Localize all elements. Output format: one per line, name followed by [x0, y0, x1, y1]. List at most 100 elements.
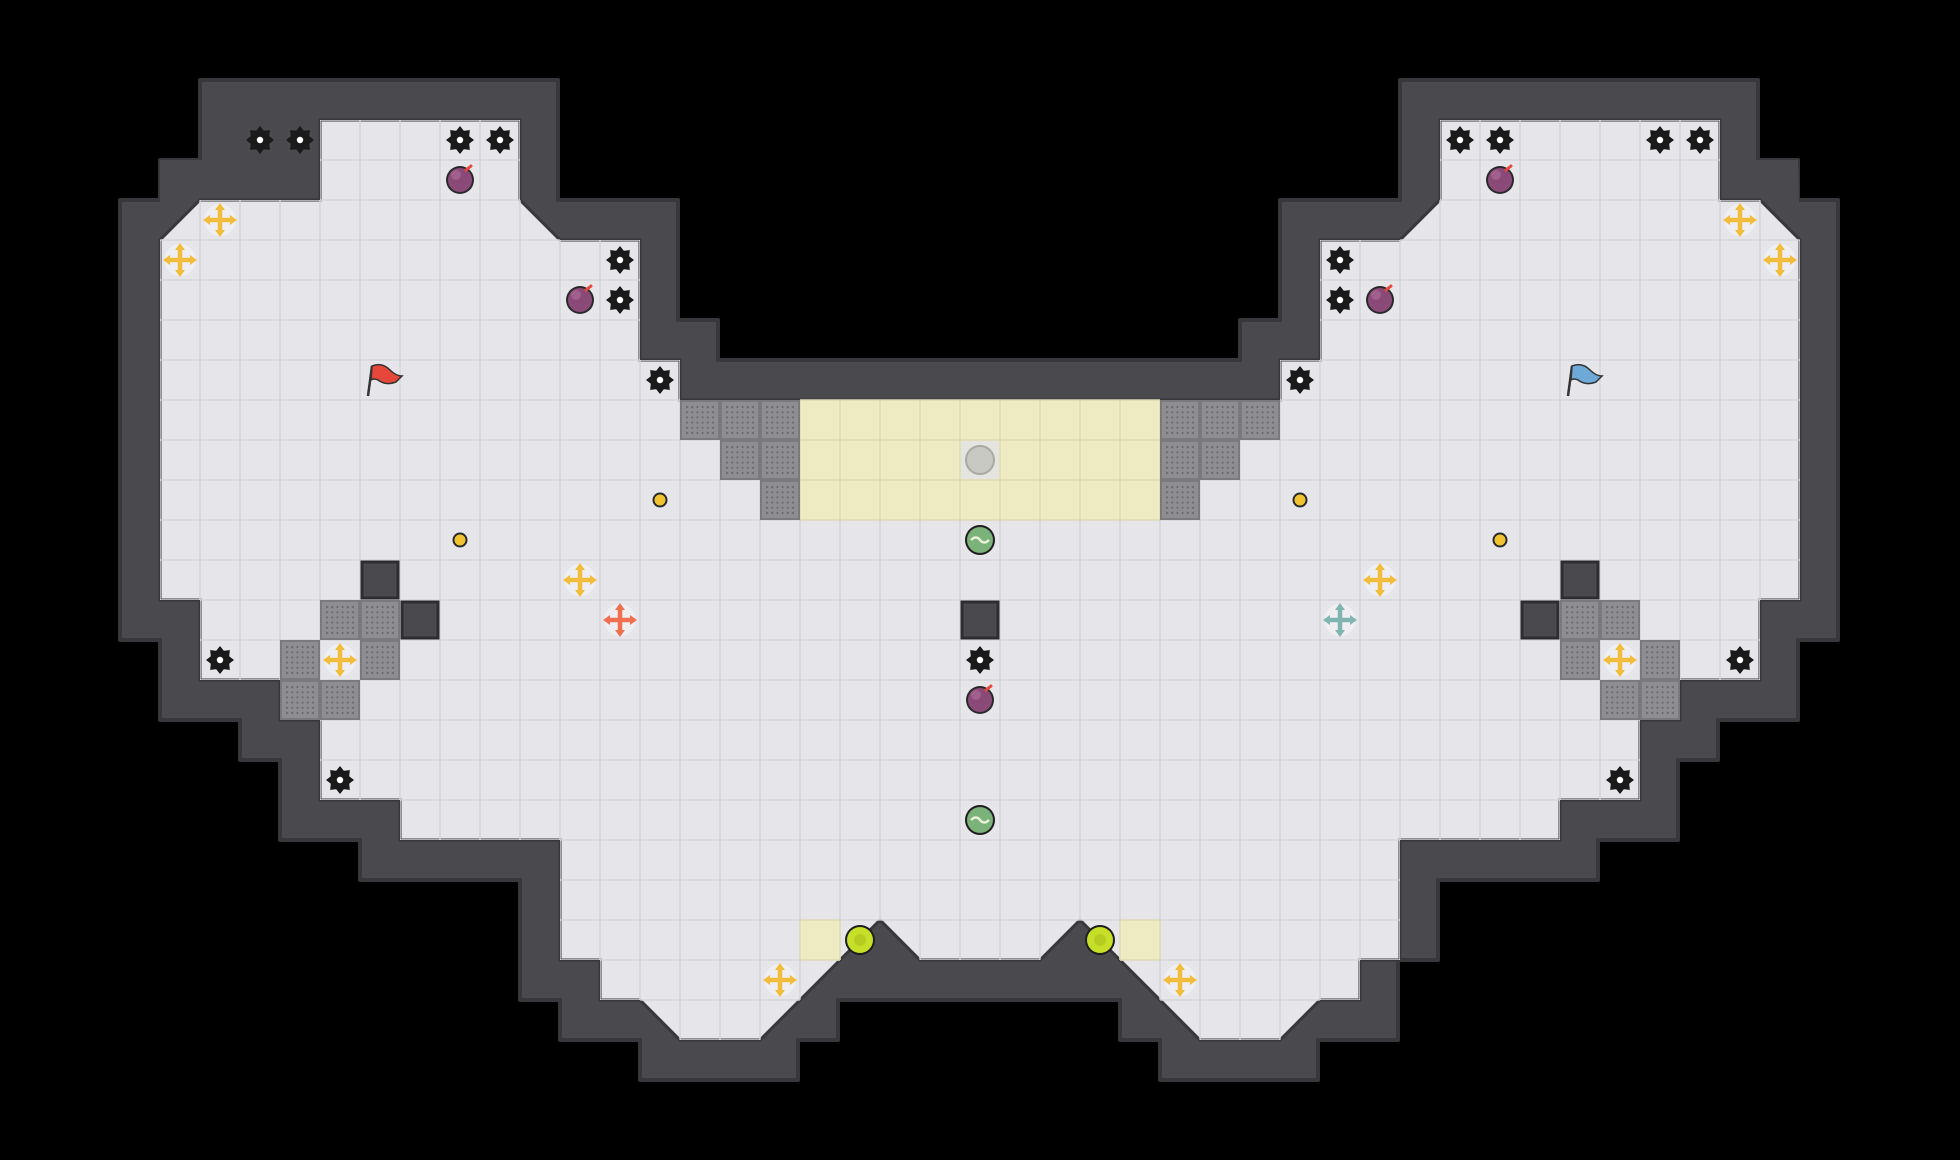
- grate-hole: [1656, 696, 1659, 699]
- lime-ball-icon[interactable]: [1085, 925, 1115, 955]
- grate-hole: [1181, 491, 1184, 494]
- cross-arrows-powerup-icon[interactable]: [1323, 603, 1357, 637]
- bomb-shine: [571, 290, 581, 300]
- spiked-mine-icon: [486, 126, 514, 154]
- grate-hole: [306, 706, 309, 709]
- cross-arrows-powerup-icon[interactable]: [1723, 203, 1757, 237]
- cross-arrows-powerup-icon[interactable]: [203, 203, 237, 237]
- grate-hole: [1176, 431, 1179, 435]
- cross-arrows-powerup-icon[interactable]: [323, 643, 357, 677]
- grate-hole: [1656, 656, 1659, 659]
- cross-arrows-powerup-icon[interactable]: [1603, 643, 1637, 677]
- grate-hole: [731, 431, 734, 435]
- grate-hole: [1176, 461, 1179, 464]
- grate-hole: [1205, 466, 1209, 469]
- grate-hole: [771, 416, 774, 419]
- grate-hole: [1181, 431, 1184, 435]
- grate-hole: [1221, 416, 1224, 419]
- goal-zone: [799, 399, 1161, 521]
- grate-hole: [786, 471, 789, 475]
- grate-hole: [306, 645, 309, 649]
- grate-tile: [1160, 400, 1200, 440]
- grate-hole: [781, 501, 784, 504]
- green-ball-icon[interactable]: [965, 525, 995, 555]
- grate-hole: [1216, 421, 1219, 424]
- grate-hole: [1571, 616, 1574, 619]
- grate-hole: [386, 661, 389, 664]
- grate-hole: [346, 626, 349, 629]
- grate-hole: [1581, 621, 1584, 624]
- green-ball-icon[interactable]: [965, 805, 995, 835]
- grate-hole: [351, 701, 355, 704]
- neutral-orb-icon[interactable]: [961, 441, 999, 479]
- pellet-icon[interactable]: [1492, 532, 1508, 548]
- grate-hole: [346, 696, 349, 699]
- grate-hole: [386, 666, 389, 669]
- grate-hole: [1656, 651, 1659, 654]
- grate-hole: [1221, 451, 1224, 454]
- grate-hole: [1171, 456, 1174, 459]
- grate-hole: [746, 445, 749, 449]
- grate-hole: [736, 451, 739, 454]
- grate-hole: [725, 431, 729, 435]
- grate-hole: [1171, 411, 1174, 414]
- cross-arrows-powerup-icon[interactable]: [1763, 243, 1797, 277]
- grate-hole: [1576, 666, 1579, 669]
- cross-arrows-powerup-icon[interactable]: [563, 563, 597, 597]
- grate-hole: [1205, 471, 1209, 475]
- grate-hole: [1645, 656, 1649, 659]
- grate-hole: [1216, 451, 1219, 454]
- mine-center: [1496, 136, 1504, 144]
- pellet-icon[interactable]: [1292, 492, 1308, 508]
- grate-hole: [1611, 711, 1614, 715]
- lime-ball-icon[interactable]: [845, 925, 875, 955]
- pellet-icon[interactable]: [652, 492, 668, 508]
- pellet-icon[interactable]: [452, 532, 468, 548]
- grate-hole: [1581, 631, 1584, 635]
- grate-hole: [1605, 631, 1609, 635]
- grate-hole: [1191, 431, 1195, 435]
- grate-hole: [1645, 651, 1649, 654]
- powerup-arrowhead: [1163, 975, 1170, 985]
- grate-hole: [685, 411, 689, 414]
- grate-hole: [346, 706, 349, 709]
- grate-hole: [1176, 511, 1179, 515]
- spiked-mine-icon: [1486, 126, 1514, 154]
- grate-hole: [765, 466, 769, 469]
- red-flag-icon[interactable]: [366, 363, 404, 397]
- grate-hole: [1591, 605, 1595, 609]
- grate-hole: [1186, 456, 1189, 459]
- cross-arrows-powerup-icon[interactable]: [1363, 563, 1397, 597]
- cross-arrows-powerup-icon[interactable]: [763, 963, 797, 997]
- grate-hole: [1205, 421, 1209, 424]
- cross-arrows-powerup-icon[interactable]: [603, 603, 637, 637]
- grate-hole: [1586, 661, 1589, 664]
- grate-hole: [311, 666, 315, 669]
- powerup-cross: [1765, 245, 1795, 275]
- grate-hole: [311, 691, 315, 694]
- grate-hole: [325, 616, 329, 619]
- grate-hole: [371, 631, 374, 635]
- cross-arrows-powerup-icon[interactable]: [163, 243, 197, 277]
- grate-hole: [776, 426, 779, 429]
- grate-hole: [1611, 696, 1614, 699]
- grate-hole: [751, 411, 755, 414]
- grate-hole: [781, 456, 784, 459]
- grate-hole: [301, 651, 304, 654]
- grate-hole: [1581, 605, 1584, 609]
- grate-hole: [751, 471, 755, 475]
- grate-hole: [1645, 691, 1649, 694]
- grate-hole: [791, 421, 795, 424]
- grate-hole: [771, 491, 774, 494]
- blue-flag-icon[interactable]: [1566, 363, 1604, 397]
- cross-arrows-powerup-icon[interactable]: [1163, 963, 1197, 997]
- grate-hole: [776, 511, 779, 515]
- grate-hole: [1621, 616, 1624, 619]
- grate-hole: [731, 461, 734, 464]
- grate-hole: [1256, 431, 1259, 435]
- grate-hole: [1591, 651, 1595, 654]
- grate-hole: [1216, 416, 1219, 419]
- grate-hole: [1571, 666, 1574, 669]
- grate-hole: [1661, 661, 1664, 664]
